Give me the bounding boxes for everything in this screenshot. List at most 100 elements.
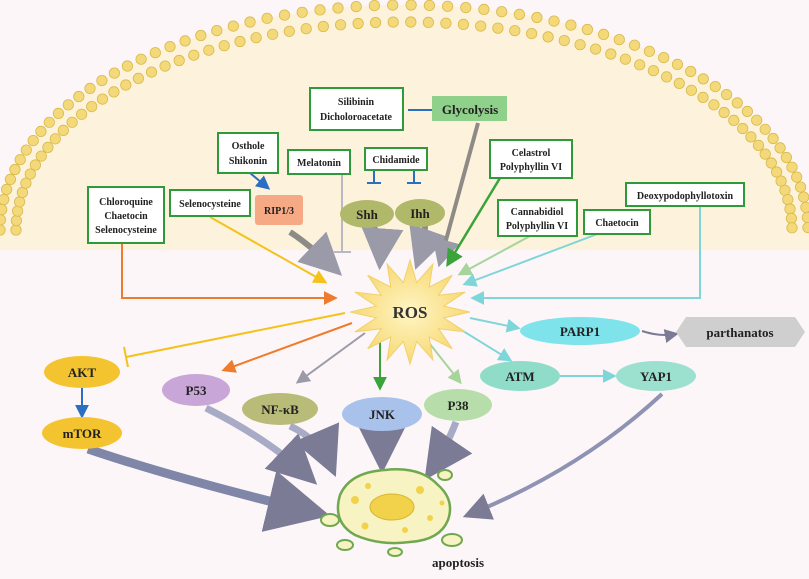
svg-text:YAP1: YAP1 bbox=[640, 369, 672, 384]
lipid-head-inner bbox=[728, 114, 740, 127]
arrow-p38-apoptosis bbox=[424, 420, 473, 481]
lipid-head-outer bbox=[0, 224, 6, 236]
lipid-head-outer bbox=[565, 19, 577, 31]
box-chloroquine: Chloroquine Chaetocin Selenocysteine bbox=[87, 186, 165, 244]
ihh-label: Ihh bbox=[410, 206, 430, 221]
box-osthole: Osthole Shikonin bbox=[217, 132, 279, 174]
svg-text:Chaetocin: Chaetocin bbox=[595, 218, 639, 229]
lipid-head-outer bbox=[671, 58, 684, 71]
lipid-head-inner bbox=[120, 79, 132, 91]
lipid-head-outer bbox=[548, 15, 560, 27]
lipid-head-outer bbox=[4, 173, 16, 185]
lipid-head-inner bbox=[250, 32, 262, 44]
lipid-head-inner bbox=[317, 20, 329, 33]
arrow-ros-nfkb bbox=[295, 332, 366, 384]
lipid-head-outer bbox=[531, 11, 543, 24]
lipid-head-inner bbox=[20, 177, 32, 189]
lipid-head-outer bbox=[643, 45, 656, 57]
box-chidamide: Chidamide bbox=[364, 147, 428, 171]
lipid-head-inner bbox=[108, 86, 120, 98]
lipid-head-outer bbox=[149, 47, 161, 59]
lipid-head-outer bbox=[387, 0, 399, 11]
svg-text:Chaetocin: Chaetocin bbox=[104, 211, 148, 222]
svg-text:Polyphyllin VI: Polyphyllin VI bbox=[506, 221, 568, 232]
ros-node: ROS bbox=[350, 258, 470, 366]
lipid-head-outer bbox=[658, 51, 670, 64]
lipid-head-inner bbox=[770, 166, 783, 178]
lipid-head-inner bbox=[558, 34, 570, 47]
ihh-node: Ihh bbox=[395, 199, 445, 227]
lipid-head-inner bbox=[173, 54, 185, 67]
lipid-head-outer bbox=[460, 2, 472, 14]
lipid-head-inner bbox=[145, 66, 158, 78]
arrows bbox=[75, 100, 701, 532]
box-melatonin: Melatonin bbox=[287, 149, 351, 175]
arrow-parp1-parthanatos bbox=[641, 329, 679, 343]
lipid-head-inner bbox=[10, 215, 22, 227]
apoptotic-cell-icon bbox=[320, 468, 463, 557]
lipid-head-inner bbox=[10, 224, 22, 236]
box-celastrol: Celastrol Polyphyllin VI bbox=[489, 139, 573, 179]
lipid-head-inner bbox=[660, 71, 673, 83]
svg-text:Selenocysteine: Selenocysteine bbox=[179, 199, 241, 210]
lipid-head-inner bbox=[29, 159, 42, 171]
lipid-head-outer bbox=[1, 183, 13, 195]
lipid-head-outer bbox=[786, 161, 798, 173]
lipid-head-inner bbox=[457, 18, 469, 31]
lipid-head-inner bbox=[203, 44, 215, 56]
inhibit-ros-akt bbox=[125, 312, 346, 358]
lipid-head-inner bbox=[405, 16, 417, 28]
shh-label: Shh bbox=[356, 207, 378, 222]
lipid-head-inner bbox=[647, 65, 660, 77]
yap1-node: YAP1 bbox=[616, 361, 696, 391]
lipid-head-inner bbox=[786, 222, 798, 234]
lipid-head-outer bbox=[581, 23, 594, 36]
lipid-head-inner bbox=[352, 17, 364, 30]
lipid-head-inner bbox=[12, 205, 24, 217]
lipid-head-outer bbox=[794, 181, 807, 193]
lipid-head-inner bbox=[283, 25, 295, 37]
parp1-node: PARP1 bbox=[520, 317, 640, 345]
lipid-head-inner bbox=[685, 84, 698, 96]
arrow-ros-p53 bbox=[221, 322, 353, 373]
lipid-head-outer bbox=[597, 28, 610, 41]
arrow-mtor-apoptosis bbox=[86, 444, 331, 532]
arrow-osthole-rip bbox=[249, 172, 271, 190]
lipid-head-outer bbox=[121, 60, 134, 72]
lipid-head-outer bbox=[709, 81, 721, 93]
lipid-head-inner bbox=[765, 157, 777, 169]
svg-text:Cannabidiol: Cannabidiol bbox=[511, 207, 564, 218]
lipid-head-outer bbox=[767, 132, 779, 145]
lipid-head-outer bbox=[62, 99, 74, 111]
lipid-head-outer bbox=[179, 35, 191, 47]
lipid-head-outer bbox=[195, 29, 207, 42]
arrow-deoxypodo-ros bbox=[470, 206, 701, 305]
lipid-head-outer bbox=[513, 8, 526, 20]
arrow-chloroquine-ros bbox=[121, 243, 338, 305]
lipid-head-inner bbox=[188, 49, 200, 61]
atm-node: ATM bbox=[480, 361, 560, 391]
lipid-head-inner bbox=[422, 16, 434, 29]
svg-text:Dicholoroacetate: Dicholoroacetate bbox=[320, 112, 393, 123]
lipid-head-outer bbox=[478, 3, 490, 15]
rip-node: RIP1/3 bbox=[255, 195, 303, 225]
parthanatos-node: parthanatos bbox=[676, 317, 805, 347]
rip-label: RIP1/3 bbox=[264, 206, 294, 217]
cell-membrane bbox=[0, 0, 809, 250]
lipid-head-outer bbox=[0, 204, 8, 216]
lipid-head-outer bbox=[798, 191, 809, 203]
lipid-head-inner bbox=[525, 27, 538, 40]
lipid-head-inner bbox=[440, 17, 452, 29]
lipid-head-outer bbox=[20, 144, 32, 156]
lipid-head-inner bbox=[785, 212, 798, 224]
lipid-head-inner bbox=[542, 31, 554, 43]
shh-node: Shh bbox=[340, 200, 394, 228]
lipid-head-outer bbox=[800, 201, 809, 213]
lipid-head-inner bbox=[369, 17, 382, 29]
lipid-head-inner bbox=[86, 101, 98, 113]
p53-node: P53 bbox=[162, 374, 230, 406]
lipid-head-inner bbox=[16, 186, 29, 199]
lipid-head-inner bbox=[745, 131, 757, 143]
